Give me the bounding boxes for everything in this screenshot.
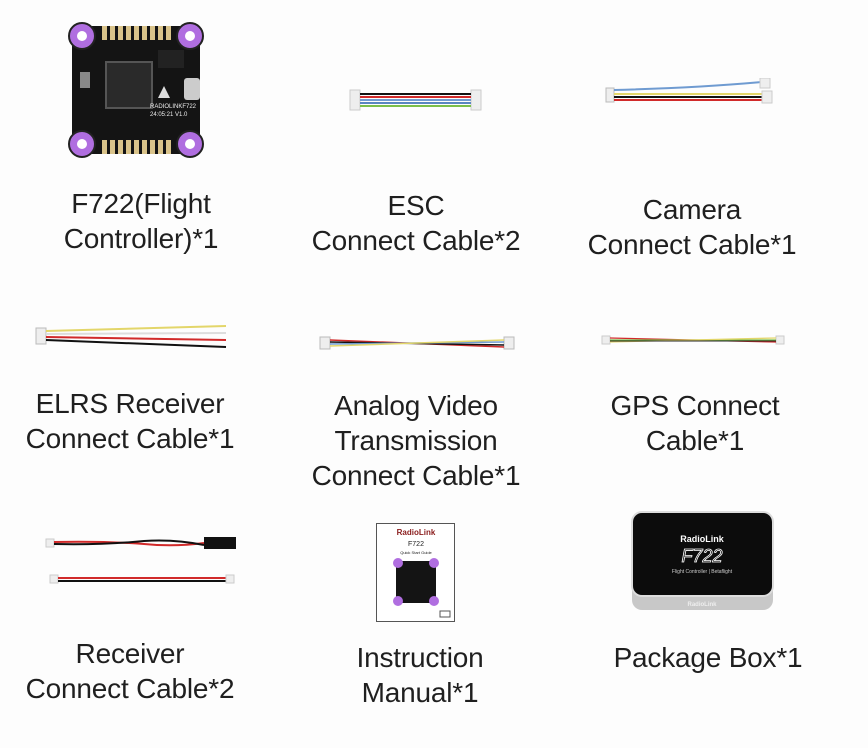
- manual-subtitle-text: Quick Start Guide: [400, 550, 432, 555]
- box-brand-text: RadioLink: [680, 534, 724, 544]
- board-model-text: RADIOLINKF722: [150, 104, 197, 110]
- video-cable-label: Analog Video Transmission Connect Cable*…: [311, 390, 521, 491]
- instruction-manual-label: Instruction Manual*1: [356, 642, 484, 708]
- instruction-manual-image: RadioLink F722 Quick Start Guide: [376, 523, 455, 622]
- box-subtitle-text: Flight Controller | Betaflight: [672, 569, 733, 575]
- package-box-label: Package Box*1: [613, 642, 803, 673]
- video-cable-image: [319, 336, 515, 350]
- flight-controller-label: F722(Flight Controller)*1: [63, 188, 219, 254]
- package-box-image: RadioLink F722 Flight Controller | Betaf…: [631, 511, 774, 610]
- box-model-text: F722: [681, 546, 722, 566]
- board-version-text: 24:05:21 V1.0: [150, 112, 188, 118]
- camera-cable-image: [605, 78, 773, 104]
- manual-model-text: F722: [408, 541, 424, 548]
- esc-cable-label: ESC Connect Cable*2: [311, 190, 521, 256]
- receiver-cable-label: Receiver Connect Cable*2: [25, 638, 235, 704]
- receiver-cables-image: [45, 537, 236, 584]
- elrs-cable-image: [35, 325, 227, 348]
- camera-cable-label: Camera Connect Cable*1: [587, 194, 797, 260]
- gps-cable-image: [601, 335, 785, 345]
- elrs-cable-label: ELRS Receiver Connect Cable*1: [25, 388, 235, 454]
- box-front-brand-text: RadioLink: [687, 602, 717, 608]
- flight-controller-image: RADIOLINKF722 24:05:21 V1.0: [68, 22, 204, 158]
- manual-brand-text: RadioLink: [397, 528, 436, 537]
- esc-cable-image: [349, 89, 482, 111]
- gps-cable-label: GPS Connect Cable*1: [610, 390, 780, 456]
